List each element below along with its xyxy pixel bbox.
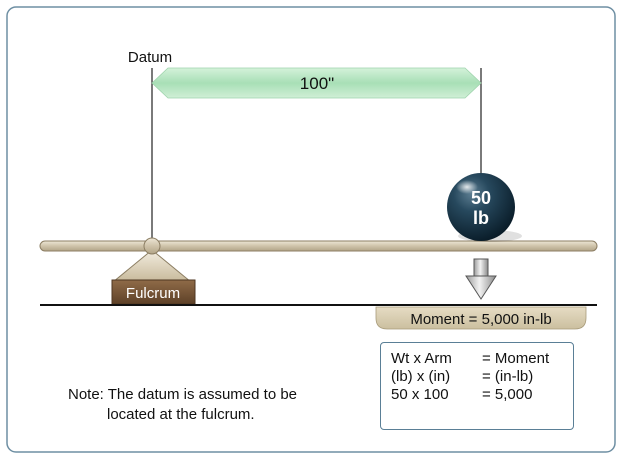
note-line-1: Note: The datum is assumed to be (68, 386, 298, 403)
fulcrum-block (111, 279, 196, 305)
balance-beam (39, 240, 598, 252)
calc-right: = 5,000 (482, 386, 533, 403)
calc-row: (lb) x (in) = (in-lb) (391, 368, 573, 386)
diagram-frame (6, 6, 616, 453)
moment-label: Moment = 5,000 in-lb (410, 311, 551, 328)
moment-banner (375, 306, 587, 330)
fulcrum-pivot (143, 237, 161, 255)
calc-right: = (in-lb) (482, 368, 534, 385)
down-arrow-icon (465, 258, 497, 300)
datum-note: Note: The datum is assumed to be located… (68, 385, 297, 425)
calc-left: 50 x 100 (391, 386, 449, 403)
fulcrum-label: Fulcrum (126, 285, 180, 302)
distance-label: 100" (300, 74, 334, 93)
calc-right: = Moment (482, 350, 550, 367)
weight-unit: lb (473, 208, 489, 228)
ball-highlight (456, 180, 478, 194)
calc-left: (lb) x (in) (391, 368, 451, 385)
calc-row: Wt x Arm = Moment (391, 350, 573, 368)
datum-label: Datum (128, 49, 172, 66)
distance-arrow (151, 67, 482, 99)
weight-value: 50 (471, 188, 491, 208)
calculation-box: Wt x Arm = Moment (lb) x (in) = (in-lb) … (380, 342, 574, 430)
calc-left: Wt x Arm (391, 350, 452, 367)
calc-row: 50 x 100 = 5,000 (391, 386, 573, 404)
note-line-2: located at the fulcrum. (107, 406, 255, 423)
